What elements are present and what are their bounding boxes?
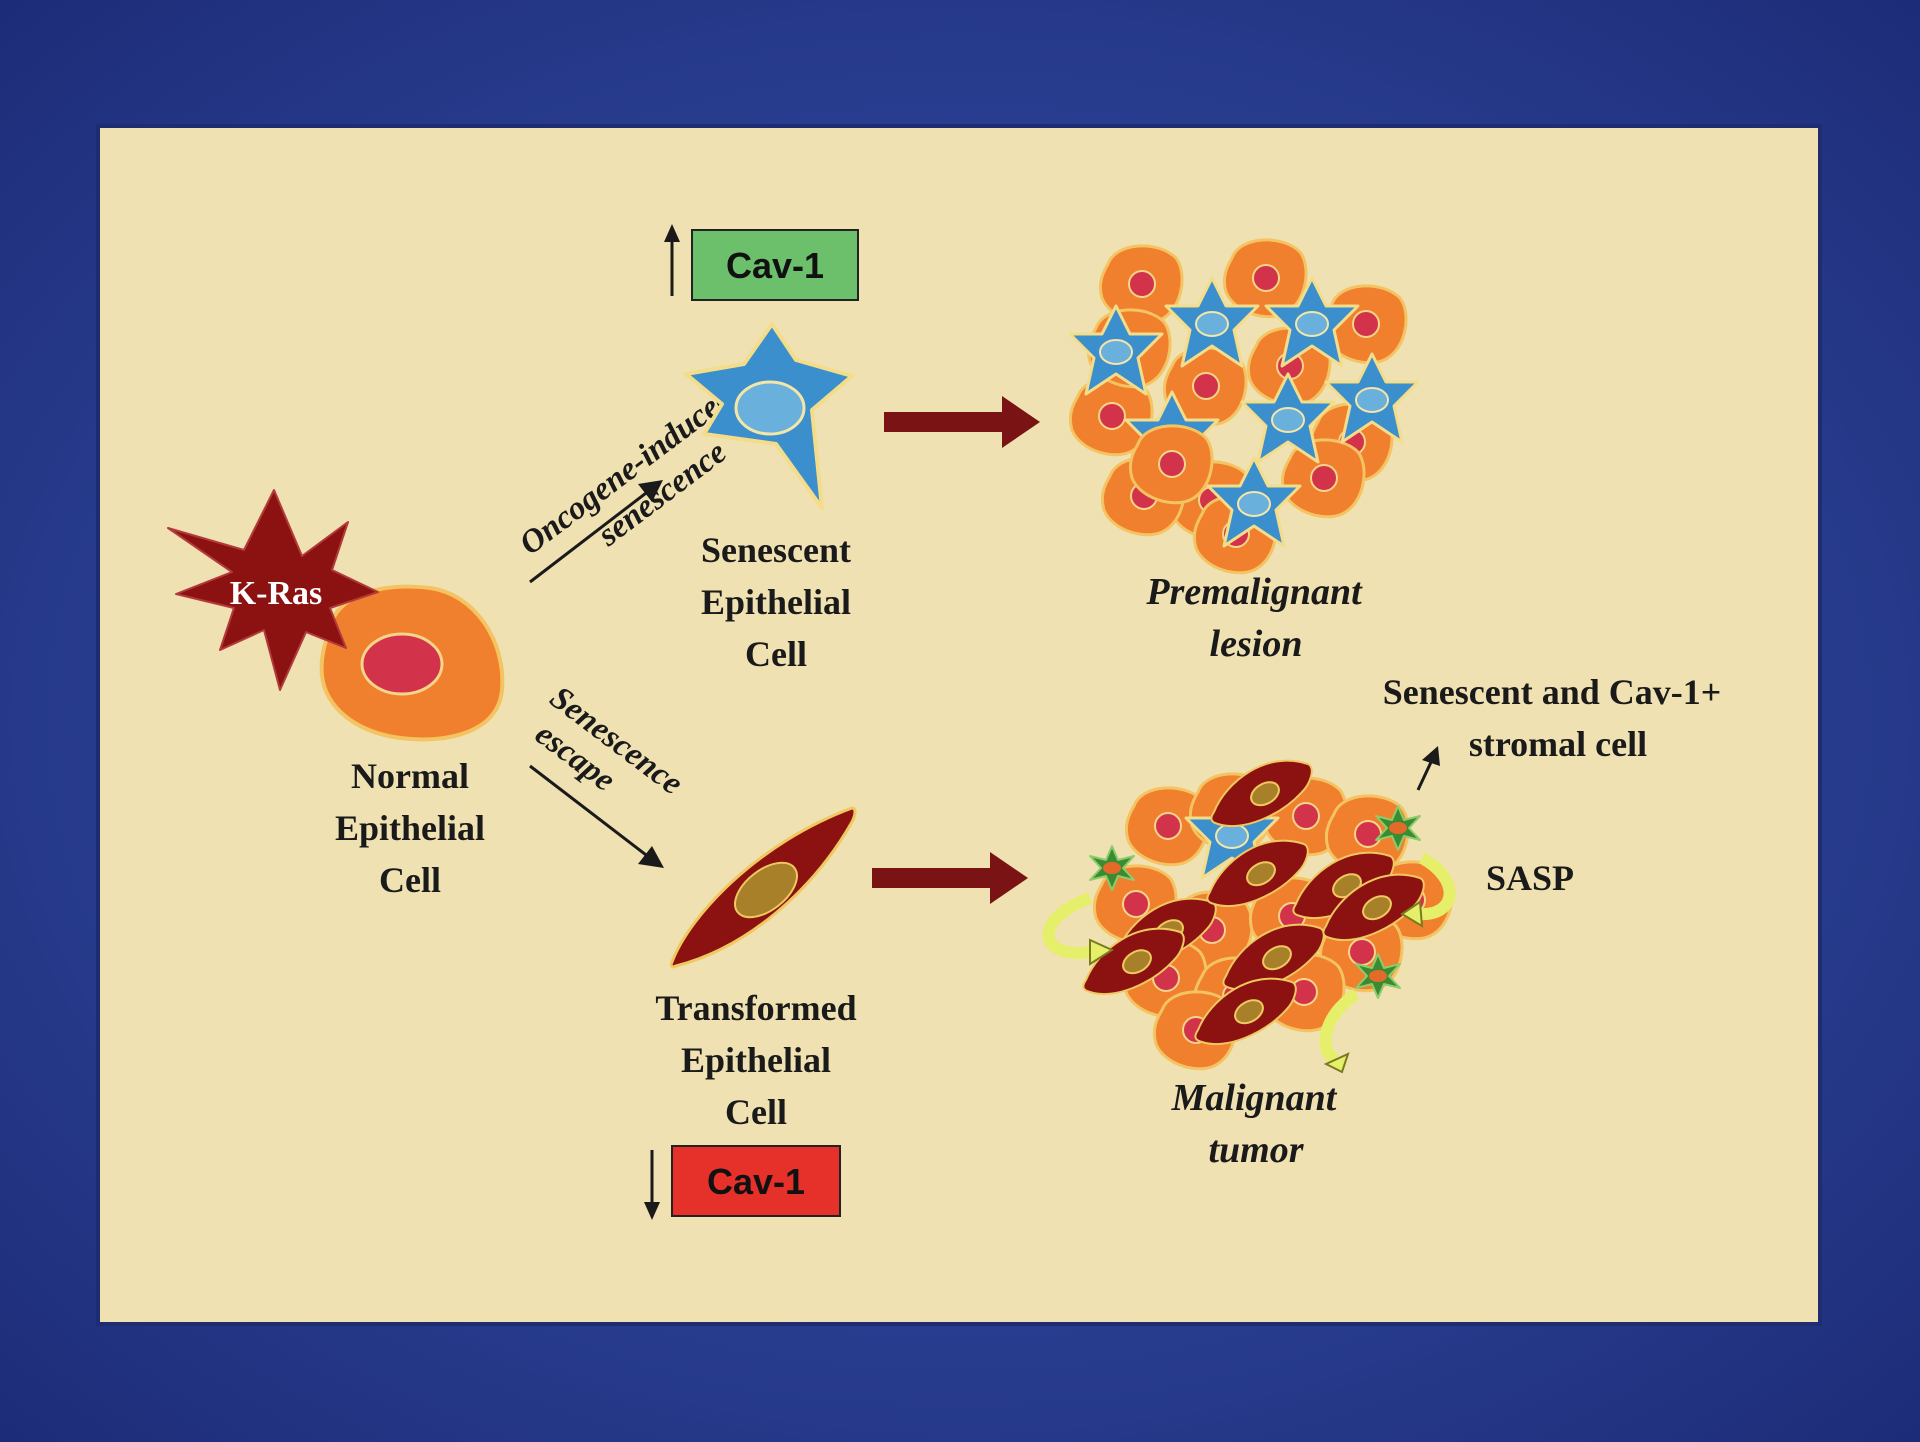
malignant-label-line-1: Malignant [1171, 1077, 1338, 1119]
transformed-cell-label: Transformed Epithelial Cell [655, 988, 856, 1132]
malignant-tumor-cluster [1042, 759, 1456, 1074]
senescent-label-line-2: Epithelial [701, 582, 851, 622]
normal-label-line-2: Epithelial [335, 808, 485, 848]
cav1-up-indicator: Cav-1 [664, 224, 859, 301]
k-ras-label: K-Ras [230, 575, 323, 612]
progression-arrow-top [884, 396, 1040, 448]
transformed-label-line-3: Cell [725, 1092, 787, 1132]
normal-label-line-3: Cell [379, 860, 441, 900]
cav1-up-label: Cav-1 [726, 245, 824, 286]
orange-cell [1128, 424, 1214, 505]
transformed-label-line-1: Transformed [655, 988, 856, 1028]
normal-epithelial-cell [319, 584, 505, 742]
senescent-cell-nucleus [734, 380, 806, 436]
senescent-epithelial-cell [684, 322, 854, 510]
progression-arrow-bottom [872, 852, 1028, 904]
oncogene-senescence-arrow [529, 480, 663, 584]
sasp-arrows [1042, 852, 1456, 1074]
stromal-label-line-1: Senescent and Cav-1+ [1383, 672, 1722, 712]
k-ras-starburst: K-Ras [167, 489, 379, 691]
senescent-label-line-1: Senescent [701, 530, 851, 570]
premalignant-label-line-2: lesion [1210, 623, 1303, 665]
stromal-label-line-2: stromal cell [1469, 724, 1647, 764]
normal-label-line-1: Normal [351, 756, 469, 796]
stromal-label: Senescent and Cav-1+ stromal cell [1383, 672, 1722, 764]
cav1-down-indicator: Cav-1 [644, 1145, 841, 1220]
transformed-cell-nucleus [734, 861, 798, 919]
cav1-up-box [691, 229, 859, 301]
malignant-label: Malignant tumor [1171, 1077, 1338, 1171]
senescence-escape-arrow [529, 764, 664, 868]
malignant-label-line-2: tumor [1208, 1129, 1304, 1171]
normal-cell-label: Normal Epithelial Cell [335, 756, 485, 900]
premalignant-label-line-1: Premalignant [1145, 571, 1363, 613]
cav1-down-box [671, 1145, 841, 1217]
cav1-down-label: Cav-1 [707, 1161, 805, 1202]
stromal-pointer-arrow [1416, 746, 1440, 791]
senescent-label-line-3: Cell [745, 634, 807, 674]
transformed-label-line-2: Epithelial [681, 1040, 831, 1080]
sasp-label: SASP [1486, 858, 1574, 898]
orange-cell [1280, 438, 1366, 519]
senescent-cell-label: Senescent Epithelial Cell [701, 530, 851, 674]
normal-cell-nucleus [360, 632, 444, 696]
transformed-epithelial-cell [669, 806, 857, 969]
premalignant-label: Premalignant lesion [1145, 571, 1363, 665]
